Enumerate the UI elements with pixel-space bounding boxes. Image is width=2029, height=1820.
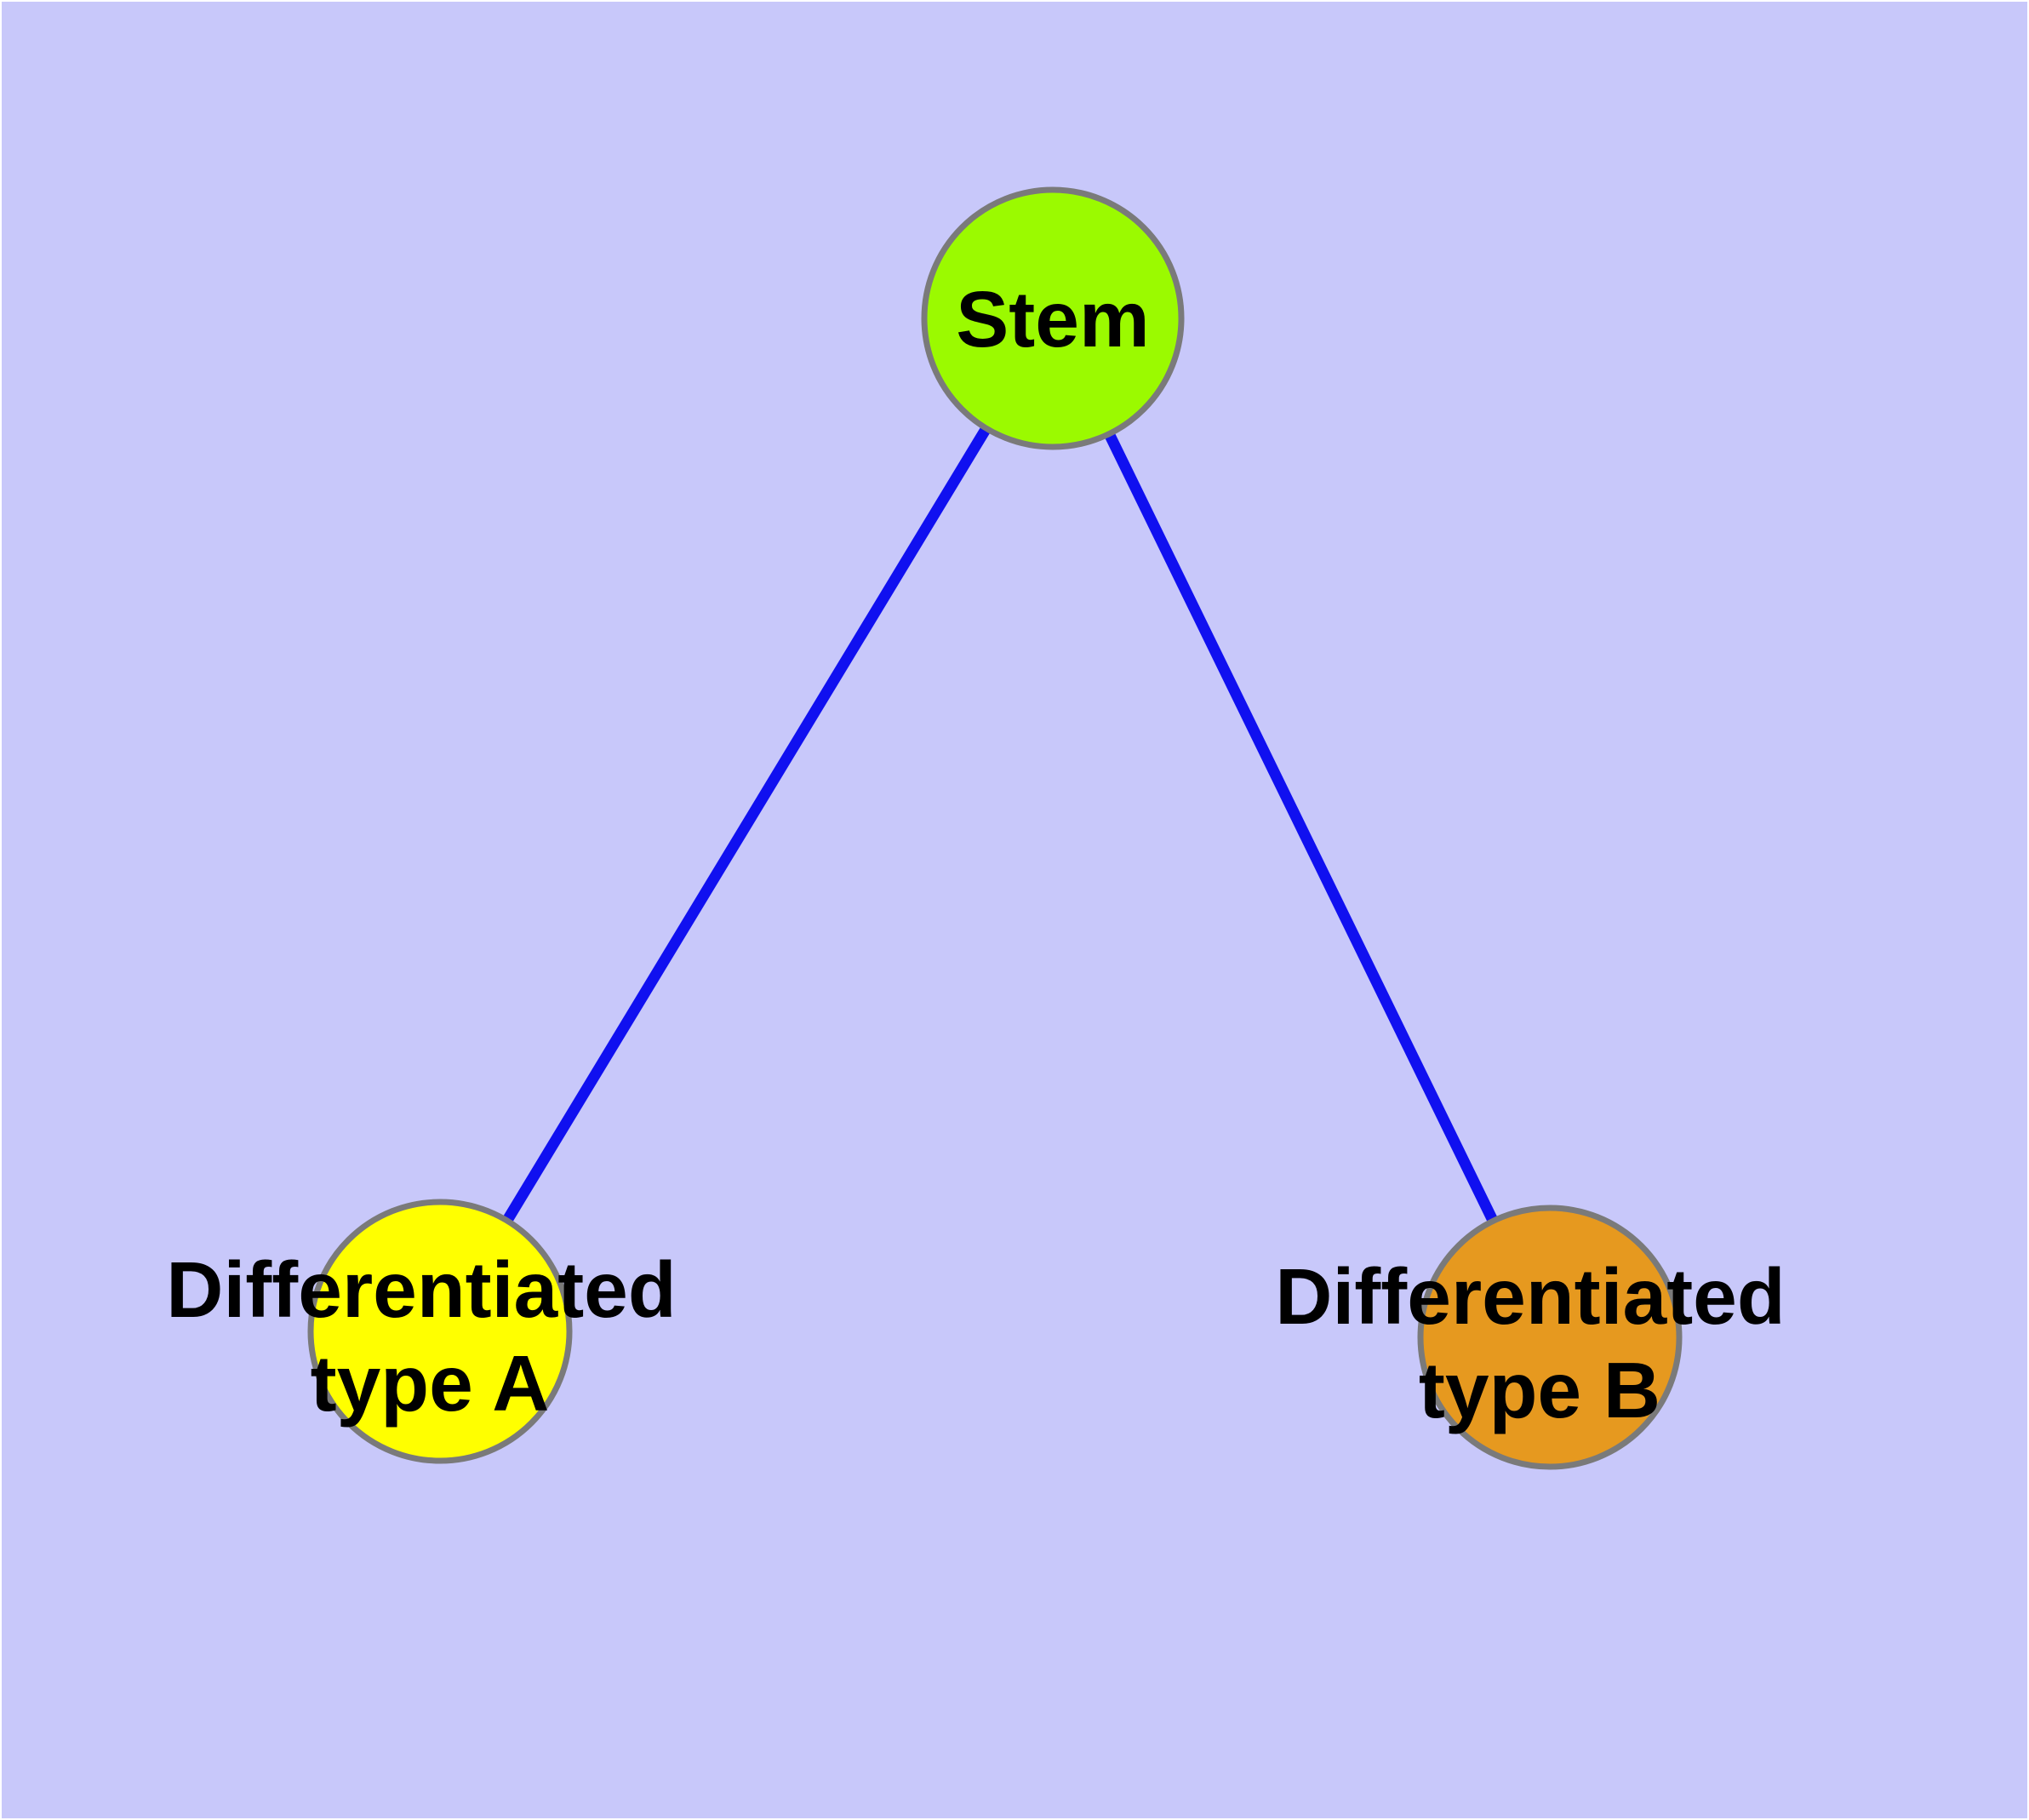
type-a-node[interactable] bbox=[307, 1199, 573, 1464]
type-b-node[interactable] bbox=[1417, 1205, 1683, 1470]
nodes bbox=[307, 186, 1683, 1470]
type-a-node-label-line1: Differentiated bbox=[166, 1245, 676, 1334]
edge-stem-to-type-a bbox=[435, 315, 1058, 1335]
type-a-node-label-line2: type A bbox=[311, 1339, 550, 1428]
edge-stem-to-type-b bbox=[1048, 316, 1555, 1340]
type-b-node-label-line2: type B bbox=[1419, 1346, 1660, 1434]
edges bbox=[435, 315, 1555, 1340]
stem-node-label: Stem bbox=[956, 275, 1149, 363]
node-labels: Stem Differentiated type A Differentiate… bbox=[166, 275, 1785, 1434]
type-b-node-label-line1: Differentiated bbox=[1275, 1252, 1785, 1341]
stem-node[interactable] bbox=[921, 186, 1185, 450]
